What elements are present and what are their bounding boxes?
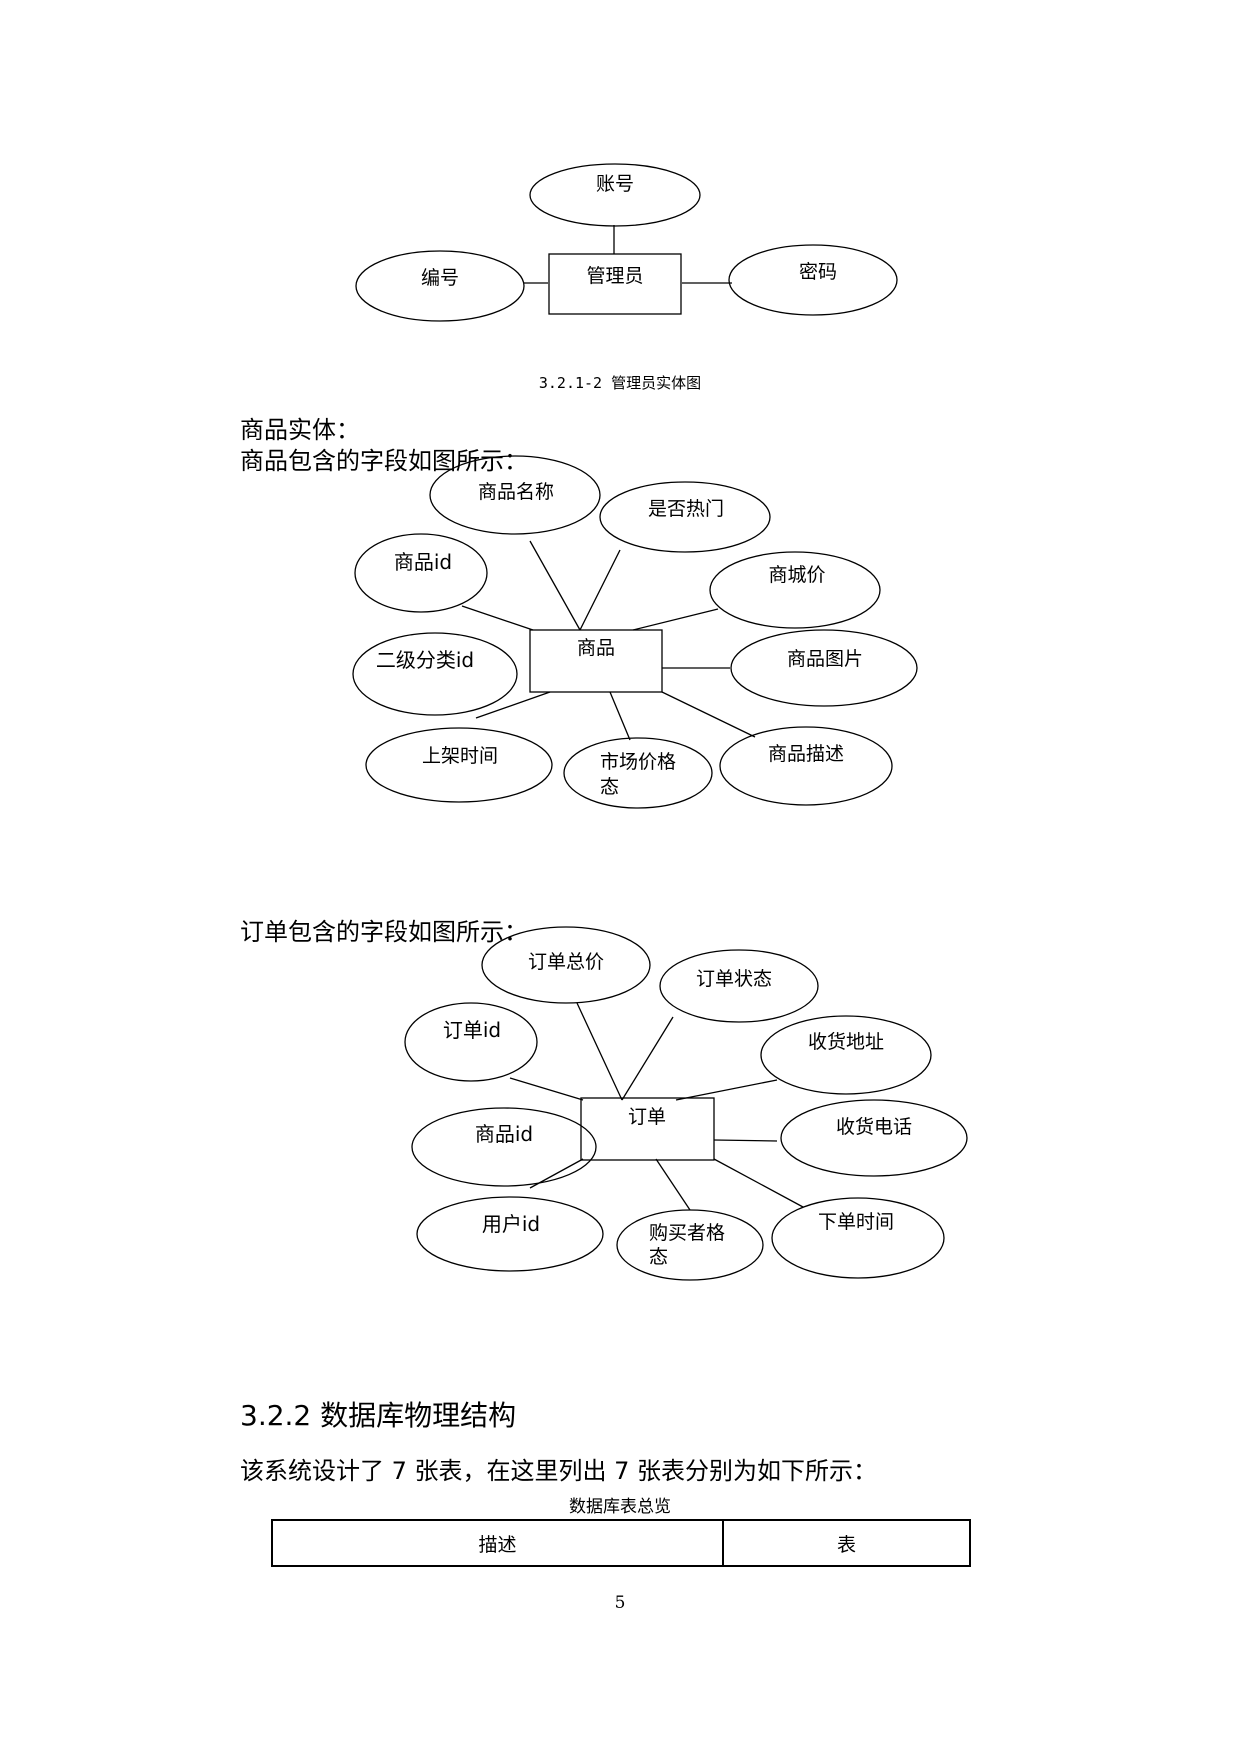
order-attr-time-ellipse [771,1197,945,1279]
product-section-title: 商品实体： [240,416,360,444]
product-attr-image: 商品图片 [787,648,863,670]
product-attr-image-ellipse [730,629,918,707]
column-header-description: 描述 [271,1519,724,1567]
product-attr-time-ellipse [365,727,553,803]
product-attr-market-price: 市场价格 [600,751,676,773]
admin-attr-id: 编号 [421,267,459,289]
order-attr-address-ellipse [760,1015,932,1095]
order-connector-time [713,1158,804,1208]
product-connector-mall-price [632,608,719,631]
product-connector-name [529,540,581,631]
product-attr-desc: 商品描述 [768,743,844,765]
order-attr-buyer-cont: 态 [649,1246,668,1268]
admin-attr-account: 账号 [596,173,634,195]
order-attr-buyer-ellipse [616,1209,764,1281]
order-attr-product: 商品id [475,1122,533,1146]
product-attr-time: 上架时间 [422,745,498,767]
product-attr-id-ellipse [354,533,488,613]
order-attr-status-ellipse [659,949,819,1023]
order-entity-label: 订单 [628,1106,666,1128]
product-section-intro: 商品包含的字段如图所示： [240,447,528,475]
admin-entity-box [548,253,682,315]
order-entity-box [580,1097,715,1161]
product-er-diagram: 商品名称 是否热门 商品id 商城价 二级分类id 商品图片 上架时间 市场价格… [352,455,918,809]
product-connector-desc [661,691,756,738]
product-attr-category-ellipse [352,632,518,716]
admin-attr-account-ellipse [529,163,701,227]
product-connector-market-price [609,691,631,741]
order-attr-address: 收货地址 [808,1031,884,1053]
order-attr-total-ellipse [481,926,651,1004]
order-connector-buyer [655,1158,691,1211]
physical-structure-intro: 该系统设计了 7 张表，在这里列出 7 张表分别为如下所示： [240,1457,878,1485]
order-connector-id [509,1077,584,1101]
product-attr-market-price-ellipse [563,737,713,809]
product-connector-hot [579,549,621,631]
order-connector-status [621,1016,674,1101]
admin-attr-password: 密码 [799,261,837,283]
product-attr-mall-price: 商城价 [768,564,825,586]
table-title: 数据库表总览 [569,1497,671,1517]
order-attr-product-ellipse [411,1107,597,1187]
admin-attr-password-ellipse [728,244,898,316]
order-attr-phone: 收货电话 [836,1116,912,1138]
order-connector-phone [713,1139,778,1142]
product-attr-category: 二级分类id [376,648,474,672]
order-attr-total: 订单总价 [528,951,604,973]
order-connector-address [675,1079,778,1101]
admin-diagram-caption: 3.2.1-2 管理员实体图 [538,374,702,392]
product-attr-mall-price-ellipse [709,551,881,629]
order-attr-user-ellipse [416,1196,604,1272]
admin-attr-id-ellipse [355,250,525,322]
table-header-row: 描述 表 [271,1519,972,1567]
product-connector-id [461,605,534,631]
product-attr-hot: 是否热门 [648,498,724,520]
product-entity-box [529,629,663,693]
order-attr-id-ellipse [404,1002,538,1082]
order-attr-id: 订单id [443,1018,501,1042]
order-section-intro: 订单包含的字段如图所示： [240,918,528,946]
page-number: 5 [614,1593,626,1613]
database-overview-table: 描述 表 [271,1519,972,1567]
order-attr-buyer: 购买者格 [649,1222,725,1244]
product-entity-label: 商品 [577,637,615,659]
product-attr-hot-ellipse [599,481,771,553]
order-connector-total [576,1002,623,1101]
order-attr-phone-ellipse [780,1099,968,1177]
product-attr-name-ellipse [429,455,601,535]
order-attr-user: 用户id [482,1212,540,1236]
admin-er-diagram: 账号 编号 密码 管理员 [355,163,898,322]
product-attr-market-price-cont: 态 [600,776,619,798]
product-attr-name: 商品名称 [478,481,554,503]
order-attr-time: 下单时间 [818,1211,894,1233]
product-attr-desc-ellipse [719,726,893,806]
admin-entity-label: 管理员 [586,265,643,287]
physical-structure-heading: 3.2.2 数据库物理结构 [240,1399,517,1432]
product-connector-time [475,691,551,719]
column-header-table: 表 [721,1519,972,1567]
product-attr-id: 商品id [394,550,452,574]
order-attr-status: 订单状态 [696,968,772,990]
order-er-diagram: 订单总价 订单状态 订单id 收货地址 商品id 收货电话 用户id 购买者格 … [404,926,968,1281]
